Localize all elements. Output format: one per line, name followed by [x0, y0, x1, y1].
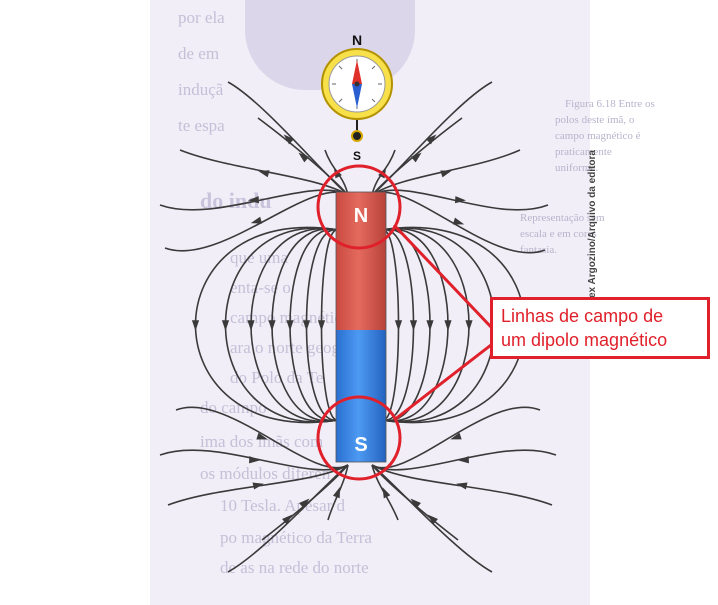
- compass-pin: [351, 130, 363, 142]
- field-arrow: [247, 320, 255, 331]
- bg-text-line: te espa: [178, 116, 225, 135]
- field-line: [175, 406, 349, 469]
- field-line: [320, 229, 339, 421]
- bg-text-line: os módulos diferen: [200, 464, 331, 483]
- field-arrow: [394, 320, 403, 331]
- bg-text-line: induçã: [178, 80, 224, 99]
- field-arrow: [411, 152, 422, 163]
- caption-line-1: Linhas de campo de: [501, 306, 664, 326]
- field-arrow: [256, 432, 268, 440]
- field-arrow: [410, 498, 421, 509]
- bg-text-line: de em: [178, 44, 220, 63]
- compass-south-label: S: [353, 149, 361, 163]
- magnet-south-label: S: [354, 434, 367, 456]
- field-line: [371, 191, 546, 254]
- field-arrow: [427, 514, 438, 525]
- compass-needle-north: [352, 60, 362, 84]
- field-arrow: [282, 514, 293, 525]
- bg-text-line: do Polo da Te: [230, 368, 324, 387]
- field-arrow: [299, 498, 310, 509]
- field-line: [194, 226, 339, 424]
- field-arrow: [409, 320, 418, 331]
- field-arrow: [298, 152, 309, 163]
- field-arrow: [191, 320, 200, 331]
- bg-text-line: ara o norte geog: [230, 338, 340, 357]
- caption-line-2: um dipolo magnético: [501, 330, 668, 350]
- bg-caption-line: praticamente: [555, 146, 612, 158]
- south-callout-line: [393, 343, 492, 422]
- field-line: [371, 149, 521, 196]
- field-arrow: [382, 487, 391, 499]
- field-arrow: [248, 196, 259, 204]
- field-arrow: [426, 320, 434, 331]
- bg-caption-line: campo magnético é: [555, 130, 641, 142]
- field-arrows: [191, 134, 529, 525]
- field-arrow: [332, 486, 341, 499]
- bg-text-line: por ela: [178, 8, 225, 27]
- field-arrow: [458, 456, 469, 464]
- bg-caption-line: Figura 6.18 Entre os: [565, 98, 655, 110]
- bg-caption-line: uniforme.: [555, 162, 599, 174]
- field-arrow: [302, 320, 311, 331]
- field-line: [371, 189, 549, 211]
- bg-caption-line: polos deste ímã, o: [555, 114, 635, 126]
- field-line: [164, 191, 349, 252]
- field-arrow: [454, 196, 466, 204]
- compass-north-label: N: [352, 32, 362, 48]
- compass-needle-south: [352, 84, 362, 108]
- field-arrow: [249, 456, 260, 464]
- field-arrow: [258, 170, 270, 178]
- magnet-north-label: N: [354, 205, 368, 227]
- field-arrow: [440, 170, 452, 178]
- bg-text-line: po magnético da Terra: [220, 528, 372, 547]
- bg-text-line: de as na rede do norte: [220, 558, 369, 577]
- field-arrow: [426, 134, 437, 145]
- field-line: [371, 464, 459, 541]
- field-arrow: [252, 482, 264, 490]
- field-arrow: [268, 320, 276, 331]
- caption-box: Linhas de campo de um dipolo magnético: [490, 297, 710, 359]
- bg-text-line: enta-se o: [230, 278, 291, 297]
- field-arrow: [221, 320, 230, 331]
- field-line: [261, 464, 349, 541]
- field-arrow: [450, 432, 462, 440]
- bar-magnet: N S: [335, 191, 387, 463]
- field-arrow: [456, 482, 468, 490]
- field-arrow: [283, 134, 294, 145]
- magnet-north-half: [336, 192, 386, 330]
- field-arrow: [452, 217, 465, 225]
- south-pole-highlight-circle: [316, 395, 402, 481]
- bg-text-line: ima dos ímãs com: [200, 432, 324, 451]
- bg-caption-line: Representação sem: [520, 212, 605, 224]
- bg-caption-line: escala e em cores: [520, 228, 597, 240]
- north-callout-line: [392, 223, 493, 329]
- field-line: [371, 464, 553, 506]
- field-line: [179, 149, 349, 196]
- field-arrow: [465, 320, 473, 331]
- field-arrow: [317, 320, 326, 331]
- compass: N S: [321, 32, 393, 163]
- field-arrow: [286, 320, 294, 331]
- bg-text-line: 10 Tesla. Apesar d: [220, 496, 346, 515]
- field-line: [159, 189, 349, 211]
- field-lines: [159, 81, 557, 573]
- field-line: [371, 449, 557, 471]
- field-arrow: [250, 216, 263, 224]
- field-arrow: [444, 320, 452, 331]
- north-pole-highlight-circle: [316, 164, 402, 250]
